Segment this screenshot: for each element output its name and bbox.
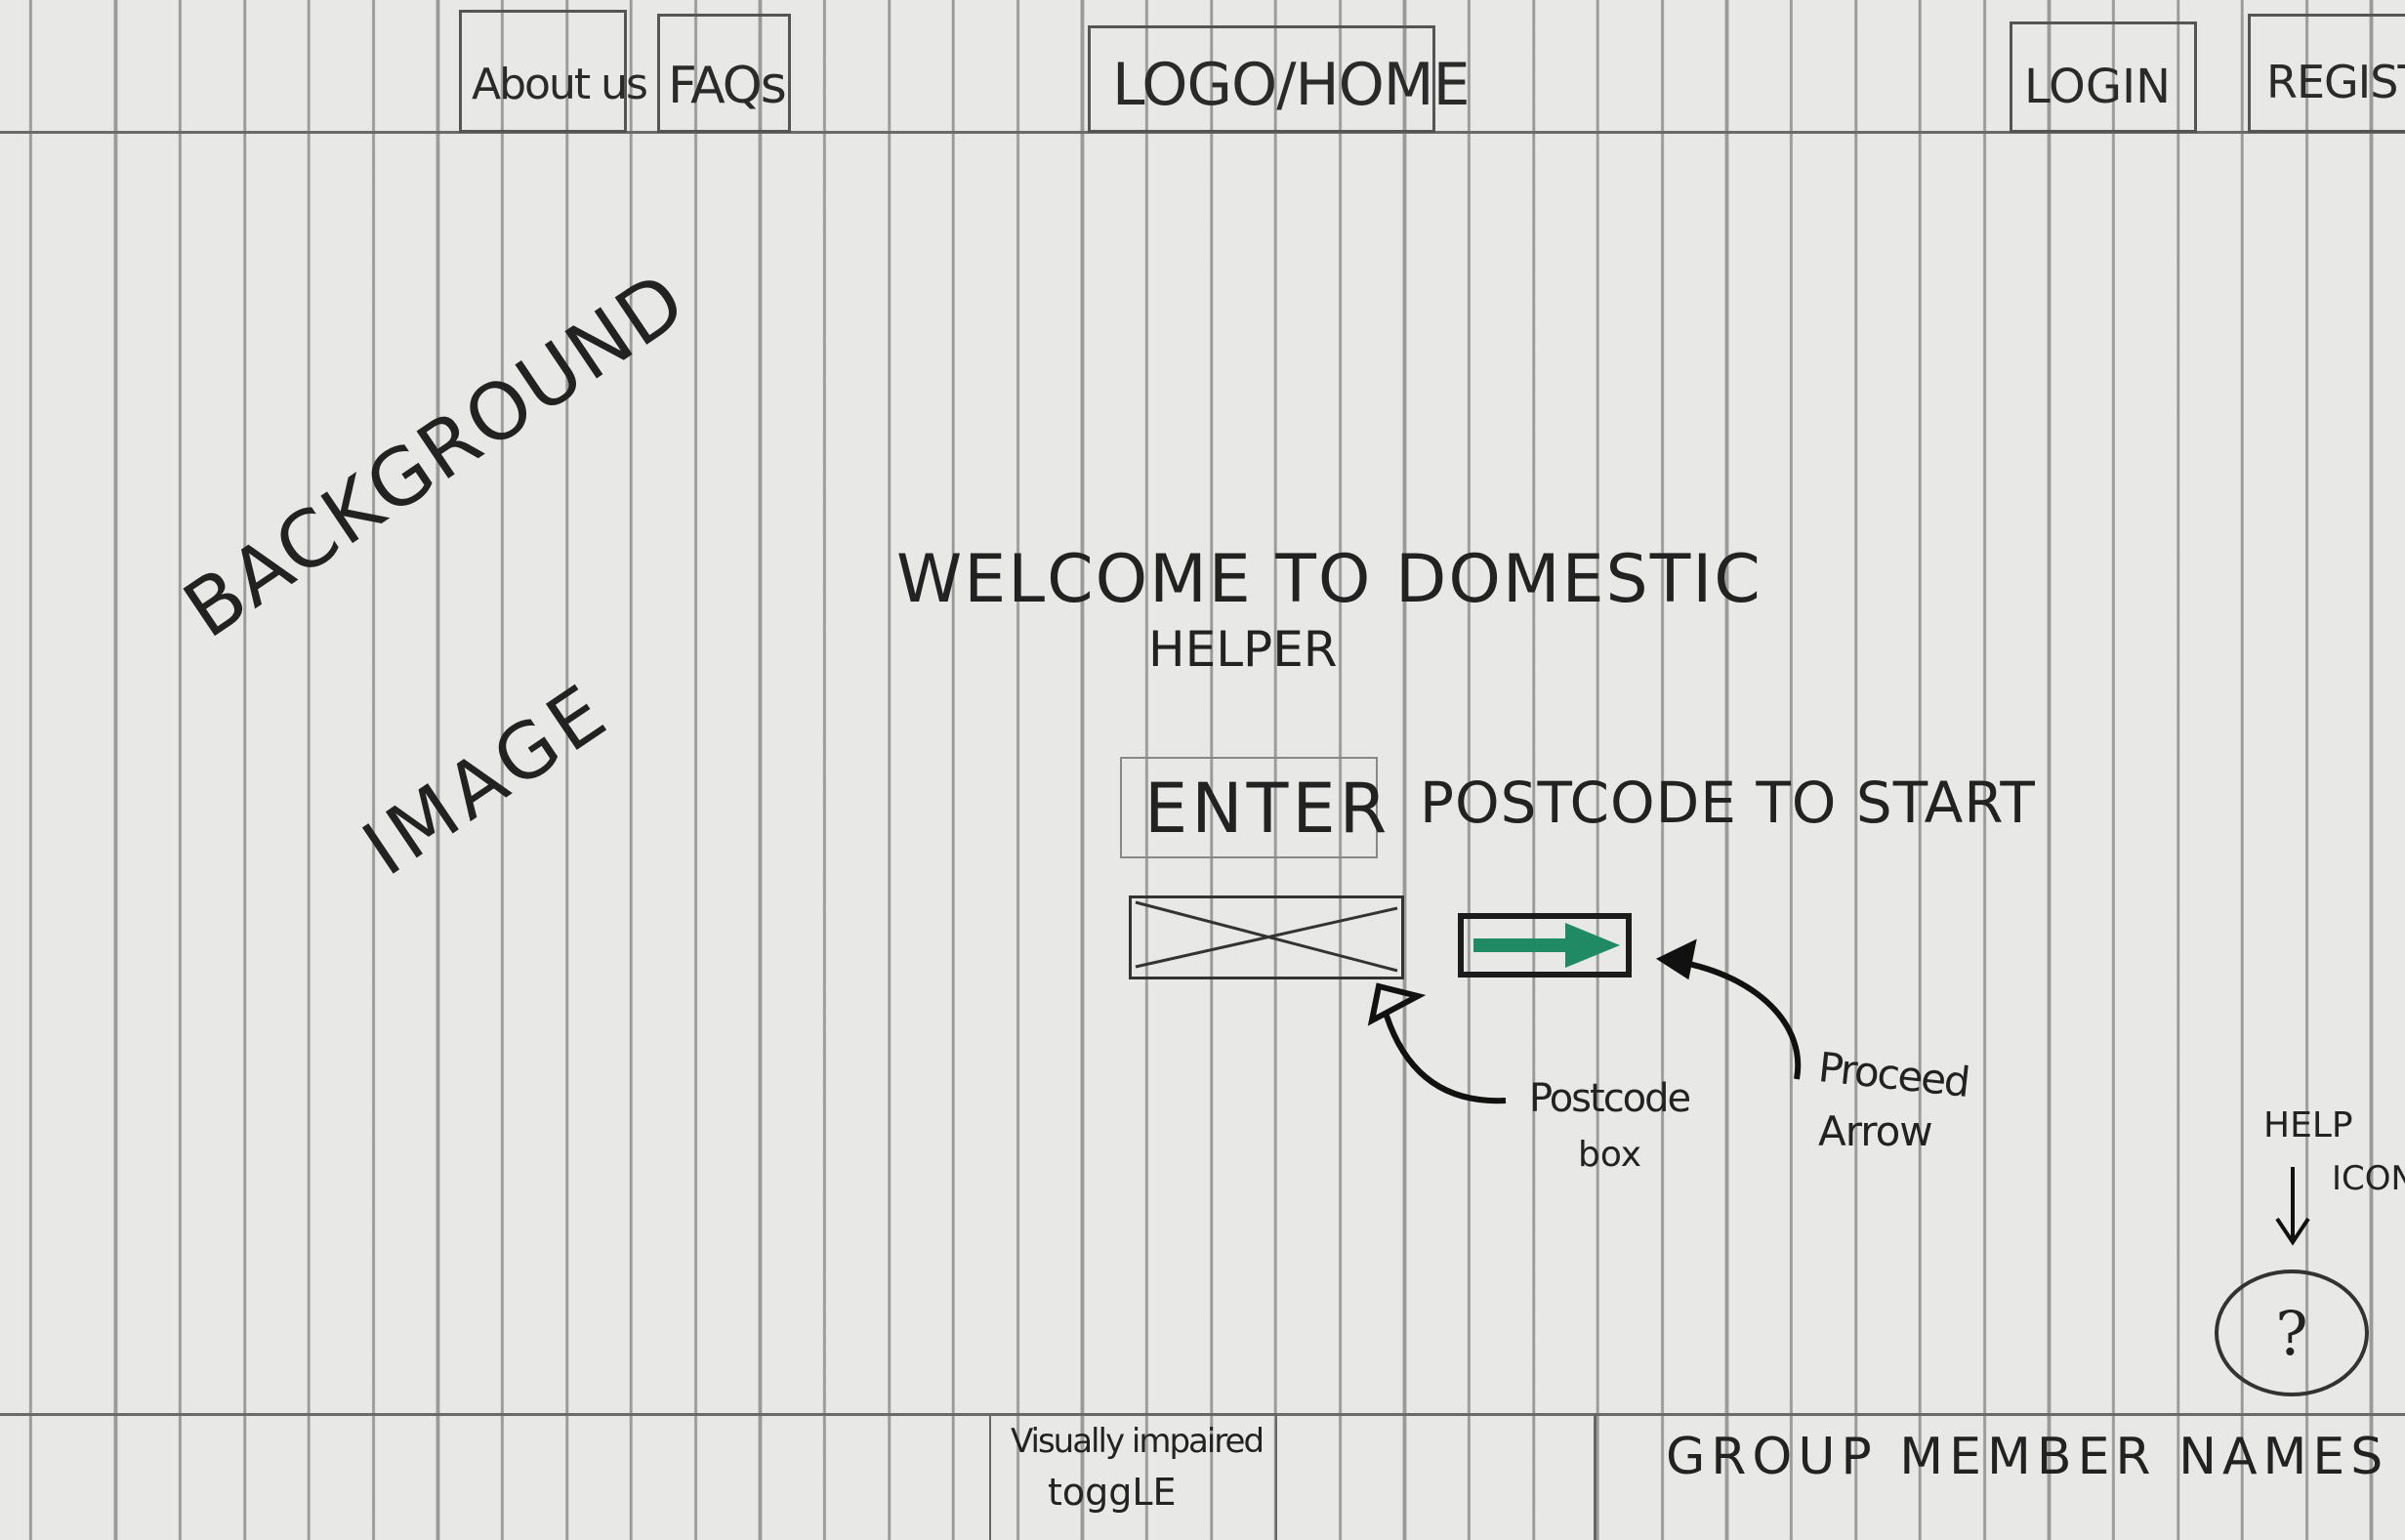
about-us-nav-button[interactable]: About us (459, 10, 648, 133)
question-mark-icon: ? (2275, 1297, 2308, 1369)
visually-impaired-toggle[interactable]: Visually impaired toggLE (989, 1413, 1277, 1540)
toggle-label-line2: toggLE (1048, 1471, 1177, 1514)
postcode-prompt-text: POSTCODE TO START (1420, 770, 2036, 836)
postcode-input-box[interactable] (1129, 895, 1404, 979)
postcode-box-annotation-line1: Postcode (1529, 1076, 1691, 1121)
proceed-arrow-annotation-line2: Arrow (1818, 1107, 1933, 1155)
faqs-nav-button[interactable]: FAQs (657, 14, 791, 133)
logo-home-label: LOGO/HOME (1112, 51, 1470, 119)
login-label: LOGIN (2024, 60, 2172, 114)
right-arrow-icon (1473, 923, 1620, 968)
proceed-arrow-button[interactable] (1458, 913, 1632, 978)
logo-home-link[interactable]: LOGO/HOME (1088, 25, 1470, 133)
welcome-heading-line2: HELPER (1148, 621, 1338, 678)
help-button[interactable]: ? (2215, 1269, 2369, 1396)
faqs-label: FAQs (668, 57, 787, 115)
enter-label: ENTER (1144, 769, 1391, 849)
group-member-names: GROUP MEMBER NAMES (1666, 1428, 2389, 1486)
toggle-label-line1: Visually impaired (1011, 1422, 1265, 1461)
register-label: REGISTE (2266, 56, 2405, 108)
register-nav-button[interactable]: REGISTE (2248, 14, 2405, 133)
footer-section-divider (1594, 1413, 1596, 1540)
login-nav-button[interactable]: LOGIN (2010, 21, 2197, 133)
welcome-heading: WELCOME TO DOMESTIC (896, 541, 1762, 618)
about-us-label: About us (472, 60, 648, 109)
postcode-box-annotation-line2: box (1578, 1135, 1642, 1175)
placeholder-cross-icon (1135, 900, 1398, 973)
help-icon-annotation-line1: HELP (2263, 1105, 2353, 1145)
help-icon-annotation-line2: ICON (2332, 1159, 2405, 1198)
enter-label-box (1120, 757, 1378, 858)
